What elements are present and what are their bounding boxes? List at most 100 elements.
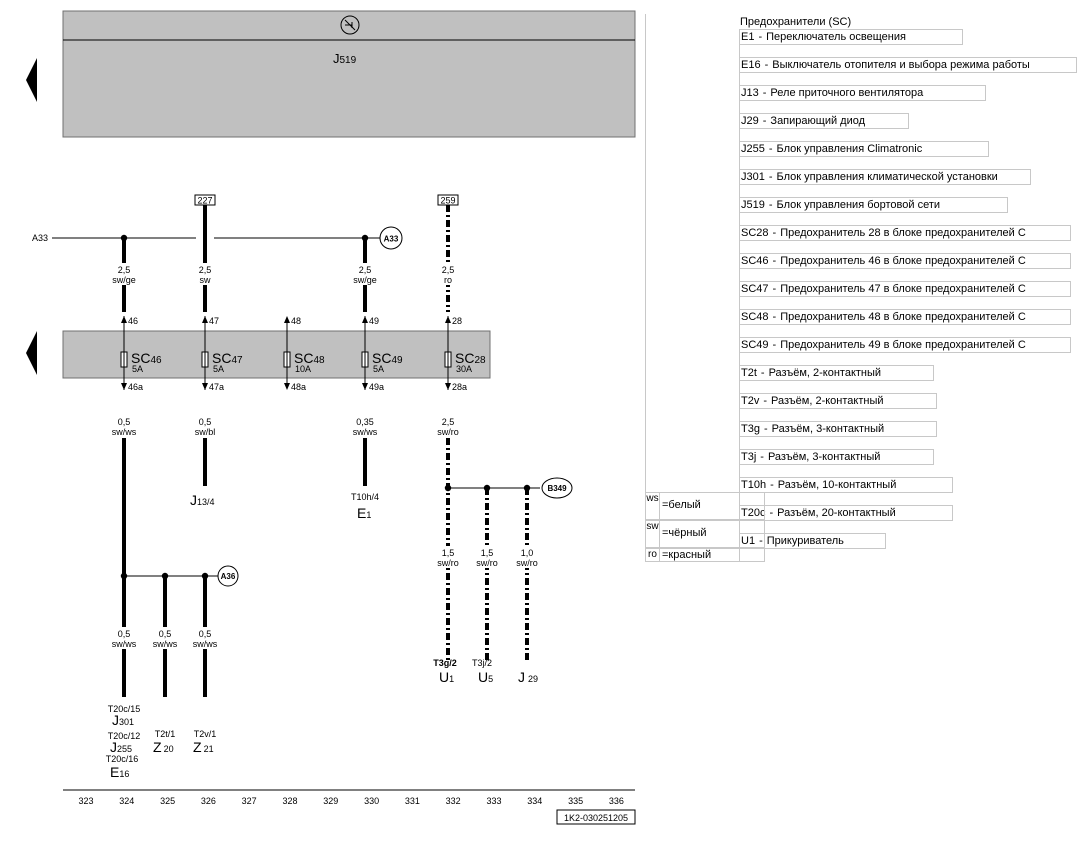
legend-item-sc47: SC47-Предохранитель 47 в блоке предохран… <box>739 281 1071 297</box>
legend-item-sc46: SC46-Предохранитель 46 в блоке предохран… <box>739 253 1071 269</box>
column-number: 327 <box>242 796 257 806</box>
wire-color-key-ro: ro=красный <box>645 548 765 562</box>
legend-item-j13: J13-Реле приточного вентилятора <box>739 85 986 101</box>
wire-label-low: 1,0sw/ro <box>511 546 543 568</box>
legend-sep: - <box>763 423 768 435</box>
wire-color: sw/ro <box>476 558 498 568</box>
column-number: 324 <box>119 796 134 806</box>
legend-sep: - <box>769 507 774 519</box>
ref-box-227[interactable]: 227 <box>194 194 216 206</box>
ground-symbol-icon <box>340 15 360 35</box>
column-number: 328 <box>282 796 297 806</box>
legend-code: T3g <box>741 423 760 435</box>
legend-code: J519 <box>741 199 765 211</box>
e1-label: E1 <box>357 505 371 521</box>
col324-components: T20c/15 J301 T20c/12 J255 T20c/16 E16 <box>106 704 141 780</box>
legend-desc: Разъём, 10-контактный <box>777 479 897 491</box>
svg-text:Z20: Z20 <box>153 739 174 755</box>
legend-sep: - <box>759 535 763 547</box>
legend-code: J255 <box>741 143 765 155</box>
legend-sep: - <box>760 367 765 379</box>
fuse-bottom-pin: 28a <box>452 382 467 392</box>
legend-code: SC48 <box>741 311 769 323</box>
a33-node-ref[interactable]: A33 <box>379 226 403 250</box>
a36-node-ref[interactable]: A36 <box>217 565 239 587</box>
fuse-top-pin: 28 <box>452 316 462 326</box>
legend-sep: - <box>768 143 773 155</box>
legend-code: J301 <box>741 171 765 183</box>
wire-color-key-ws: ws=белый <box>645 492 765 520</box>
wire-color: sw/ws <box>112 427 137 437</box>
legend-desc: Прикуриватель <box>766 535 844 547</box>
legend-code: J13 <box>741 87 759 99</box>
legend-item-j301: J301-Блок управления климатической устан… <box>739 169 1031 185</box>
legend-desc: Разъём, 2-контактный <box>771 395 884 407</box>
ref-box-259[interactable]: 259 <box>437 194 459 206</box>
wire-color-code: ro <box>646 549 660 561</box>
legend-code: E1 <box>741 31 755 43</box>
wire-label-low: 1,5sw/ro <box>471 546 503 568</box>
legend-item-sc28: SC28-Предохранитель 28 в блоке предохран… <box>739 225 1071 241</box>
e1-connector-label: T10h/4 <box>351 492 379 502</box>
column-number: 334 <box>527 796 542 806</box>
legend-desc: Реле приточного вентилятора <box>770 87 924 99</box>
legend-desc: Блок управления Climatronic <box>776 143 923 155</box>
wire-labels: 2,5sw/ge2,5sw2,5sw/ge2,5ro0,5sw/ws0,5sw/… <box>108 263 543 649</box>
fuse-top-pin: 47 <box>209 316 219 326</box>
legend-desc: Разъём, 3-контактный <box>767 451 881 463</box>
svg-text:T2v/1: T2v/1 <box>194 729 217 739</box>
svg-text:T2t/1: T2t/1 <box>155 729 176 739</box>
fuse-rating: 30A <box>456 364 472 374</box>
wire-gauge: 0,5 <box>199 629 212 639</box>
wire-gauge: 0,5 <box>118 417 131 427</box>
u1-component: T3g/2 U1 <box>433 658 457 685</box>
fuse-code-label: SC48 <box>294 350 325 366</box>
column-number: 332 <box>446 796 461 806</box>
module-label: J519 <box>333 51 357 66</box>
wire-color: sw/ge <box>353 275 377 285</box>
legend-code: U1 <box>741 535 756 547</box>
wire-gauge: 0,5 <box>159 629 172 639</box>
legend-item-t2v: T2v-Разъём, 2-контактный <box>739 393 937 409</box>
legend-sep: - <box>762 115 767 127</box>
page-prev-arrow-mid[interactable] <box>26 331 37 375</box>
legend-desc: Переключатель освещения <box>766 31 906 43</box>
legend-item-sc49: SC49-Предохранитель 49 в блоке предохран… <box>739 337 1071 353</box>
wire-label-low: 1,5sw/ro <box>432 546 464 568</box>
legend-desc: Предохранитель 49 в блоке предохранителе… <box>780 339 1026 351</box>
fuse-code-label: SC46 <box>131 350 162 366</box>
fuse-top-pin: 48 <box>291 316 301 326</box>
legend-item-t2t: T2t-Разъём, 2-контактный <box>739 365 934 381</box>
svg-text:J255: J255 <box>110 739 132 755</box>
b349-node-ref[interactable]: B349 <box>541 477 573 499</box>
legend-desc: Предохранитель 48 в блоке предохранителе… <box>780 311 1026 323</box>
wire-color-name: =белый <box>662 499 701 511</box>
legend-item-e1: E1-Переключатель освещения <box>739 29 963 45</box>
svg-text:T20c/12: T20c/12 <box>108 731 141 741</box>
page-prev-arrow-top[interactable] <box>26 58 37 102</box>
legend-desc: Выключатель отопителя и выбора режима ра… <box>772 59 1030 71</box>
legend-sep: - <box>772 339 777 351</box>
legend-item-t3g: T3g-Разъём, 3-контактный <box>739 421 937 437</box>
fuse-code-label: SC49 <box>372 350 403 366</box>
column-number: 329 <box>323 796 338 806</box>
wire-label-top: 2,5sw/ge <box>349 263 381 285</box>
svg-text:T3j/2: T3j/2 <box>472 658 492 668</box>
legend-title: Предохранители (SC) <box>740 16 852 28</box>
fuse-code-label: SC47 <box>212 350 243 366</box>
svg-text:J29: J29 <box>518 669 538 685</box>
svg-text:A33: A33 <box>384 235 399 244</box>
svg-text:T20c/16: T20c/16 <box>106 754 139 764</box>
svg-text:B349: B349 <box>547 484 567 493</box>
u5-component: T3j/2 U5 <box>472 658 493 685</box>
wire-label-top: 2,5sw <box>189 263 221 285</box>
wire-color: sw/ro <box>437 558 459 568</box>
wire-color: sw/bl <box>195 427 216 437</box>
